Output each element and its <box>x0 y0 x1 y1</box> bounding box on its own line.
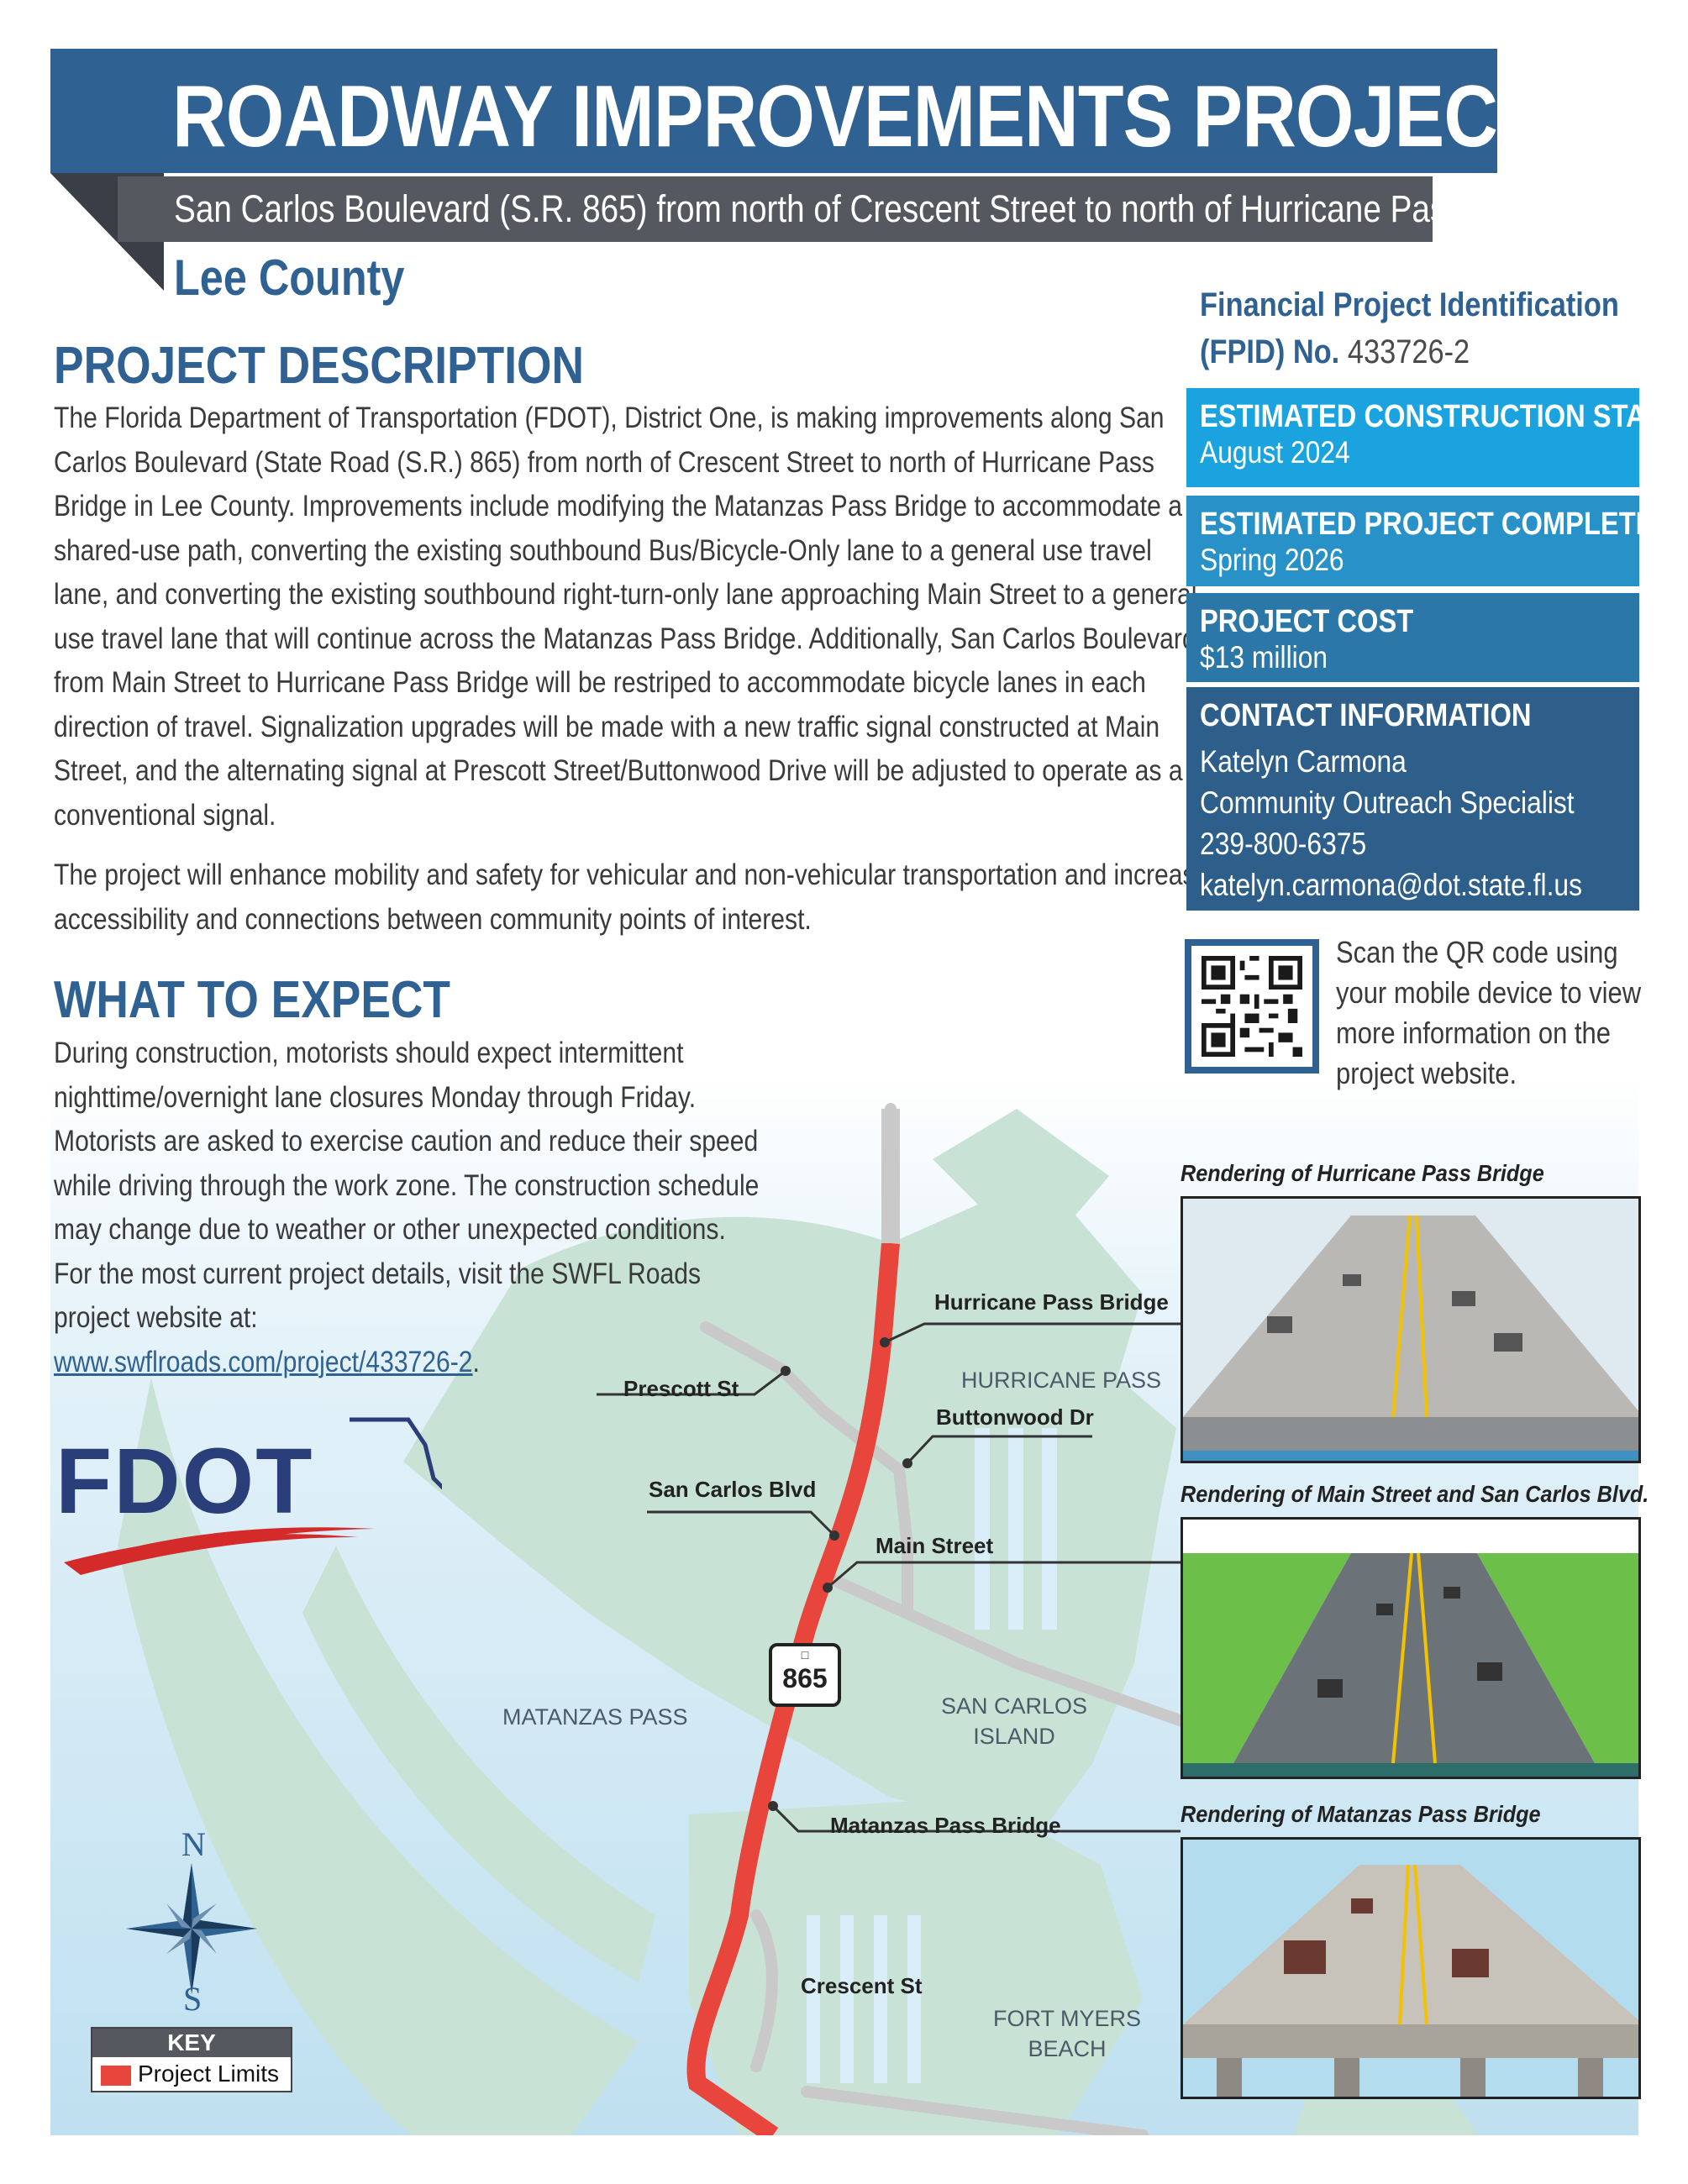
construction-start-value: August 2024 <box>1200 435 1350 470</box>
san-carlos-island-land <box>403 1176 1176 1831</box>
project-limits-route <box>686 1242 900 2135</box>
crescent-street-road <box>750 1909 778 2072</box>
compass-rose <box>126 1863 257 1994</box>
page-title: ROADWAY IMPROVEMENTS PROJECT <box>172 68 1543 165</box>
contact-role: Community Outreach Specialist <box>1200 785 1575 820</box>
map-label-matanzas-pass: MATANZAS PASS <box>502 1704 688 1730</box>
map-label-san-carlos-island: SAN CARLOS ISLAND <box>941 1693 1088 1749</box>
compass-n-label: N <box>181 1825 206 1863</box>
project-limits-swatch <box>101 2065 131 2086</box>
fpid-block: Financial Project Identification (FPID) … <box>1200 286 1619 370</box>
map-label-matanzas-pass-bridge: Matanzas Pass Bridge <box>830 1813 1061 1838</box>
contact-name: Katelyn Carmona <box>1200 744 1407 779</box>
project-cost-title: PROJECT COST <box>1200 604 1414 639</box>
contact-info-box: CONTACT INFORMATION Katelyn Carmona Comm… <box>1186 687 1639 911</box>
project-completion-title: ESTIMATED PROJECT COMPLETION <box>1200 507 1685 542</box>
project-description-paragraph-2: The project will enhance mobility and sa… <box>54 858 1210 936</box>
map-label-main-street: Main Street <box>876 1533 994 1558</box>
rendering-hurricane-pass-bridge <box>1181 1196 1641 1463</box>
county-label: Lee County <box>174 249 405 306</box>
rendering-main-street <box>1181 1517 1641 1779</box>
title-banner <box>50 49 1497 173</box>
project-completion-value: Spring 2026 <box>1200 543 1344 577</box>
north-land <box>933 1109 1109 1235</box>
key-project-limits: Project Limits <box>92 2057 291 2091</box>
construction-start-title: ESTIMATED CONSTRUCTION START <box>1200 399 1683 434</box>
estero-blvd-road <box>801 2086 1149 2135</box>
fdot-logo: FDOT <box>55 1411 442 1579</box>
project-website-link[interactable]: www.swflroads.com/project/433726-2 <box>54 1345 473 1378</box>
rendering-caption-main-street: Rendering of Main Street and San Carlos … <box>1181 1481 1649 1507</box>
project-cost-value: $13 million <box>1200 640 1328 675</box>
qr-code-graphic <box>1202 956 1302 1057</box>
project-completion-box: ESTIMATED PROJECT COMPLETION Spring 2026 <box>1186 496 1685 586</box>
what-to-expect-heading: WHAT TO EXPECT <box>54 971 450 1029</box>
map-label-hurricane-pass: HURRICANE PASS <box>961 1368 1162 1393</box>
compass-s-label: S <box>183 1980 202 2018</box>
project-description-heading: PROJECT DESCRIPTION <box>54 337 585 395</box>
qr-code[interactable] <box>1185 939 1319 1074</box>
project-cost-box: PROJECT COST $13 million <box>1186 593 1639 682</box>
construction-start-box: ESTIMATED CONSTRUCTION START August 2024 <box>1186 388 1683 487</box>
rendering-matanzas-pass-bridge <box>1181 1837 1641 2099</box>
page-subtitle: San Carlos Boulevard (S.R. 865) from nor… <box>174 187 1566 230</box>
contact-info-title: CONTACT INFORMATION <box>1200 698 1532 733</box>
subtitle-banner <box>118 176 1433 242</box>
map-label-prescott-st: Prescott St <box>623 1376 739 1401</box>
map-label-san-carlos-blvd: San Carlos Blvd <box>649 1477 817 1502</box>
rendering-caption-matanzas: Rendering of Matanzas Pass Bridge <box>1181 1801 1541 1827</box>
project-description-paragraph-1: The Florida Department of Transportation… <box>54 402 1197 832</box>
estero-island-land <box>118 1378 639 2135</box>
matanzas-shore-land <box>302 1546 655 1982</box>
rendering-caption-hurricane: Rendering of Hurricane Pass Bridge <box>1181 1160 1544 1186</box>
qr-instructions: Scan the QR code using your mobile devic… <box>1336 935 1642 1090</box>
map-key: KEY Project Limits <box>91 2027 292 2092</box>
map-label-fort-myers-beach: FORT MYERS BEACH <box>993 2006 1142 2061</box>
contact-email[interactable]: katelyn.carmona@dot.state.fl.us <box>1200 868 1583 902</box>
contact-phone[interactable]: 239-800-6375 <box>1200 827 1367 861</box>
map-label-hurricane-pass-bridge: Hurricane Pass Bridge <box>934 1289 1169 1315</box>
sr-865-shield: □ 865 <box>769 1643 841 1707</box>
map-label-crescent-st: Crescent St <box>801 1973 923 1998</box>
key-title: KEY <box>92 2029 291 2057</box>
what-to-expect-text: During construction, motorists should ex… <box>54 1037 760 1378</box>
map-label-buttonwood-dr: Buttonwood Dr <box>936 1404 1094 1430</box>
